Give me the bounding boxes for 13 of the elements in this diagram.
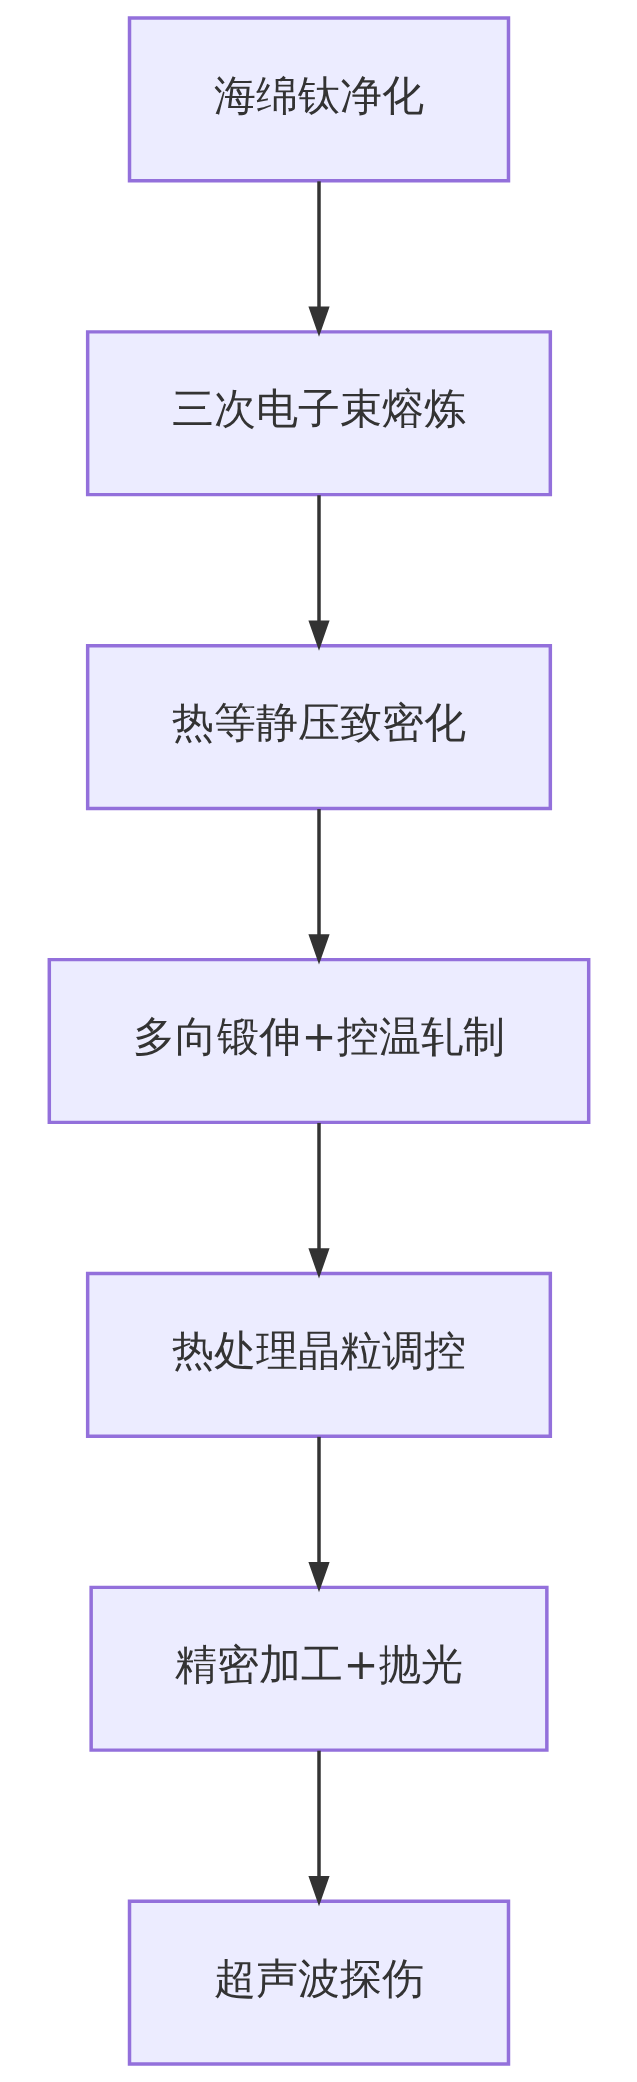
node-box: 热处理晶粒调控 <box>85 1271 552 1438</box>
node-box: 热等静压致密化 <box>85 644 552 811</box>
node-box: 精密加工+抛光 <box>88 1585 549 1752</box>
node-box: 三次电子束熔炼 <box>85 330 552 497</box>
arrow <box>307 1122 330 1279</box>
arrow <box>307 809 330 965</box>
arrow <box>307 181 330 337</box>
arrow <box>307 495 330 651</box>
node-box: 多向锻伸+控温轧制 <box>47 957 590 1125</box>
node-box: 超声波探伤 <box>127 1899 510 2066</box>
arrow <box>307 1750 330 1907</box>
node-box: 海绵钛净化 <box>127 16 510 183</box>
arrow <box>307 1436 330 1593</box>
